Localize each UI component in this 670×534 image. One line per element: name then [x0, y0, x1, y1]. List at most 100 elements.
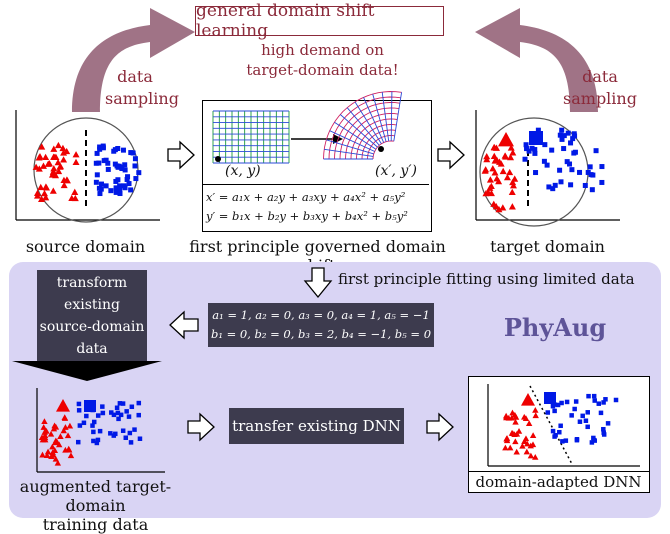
blue-square-marker: [94, 440, 100, 446]
blue-square-marker: [91, 419, 97, 425]
augmented-line-1: augmented target-domain: [19, 477, 172, 515]
blue-square-marker: [552, 408, 557, 414]
blue-square-marker: [103, 183, 109, 189]
blue-square-marker: [561, 146, 567, 152]
blue-square-marker: [601, 426, 606, 432]
red-triangle-marker: [529, 432, 537, 439]
blue-square-marker: [94, 172, 100, 178]
blue-square-marker: [550, 428, 556, 434]
domain-adapted-box: [468, 376, 650, 493]
grid-line: [372, 93, 387, 142]
blue-square-marker: [120, 401, 126, 406]
grid-line: [390, 91, 393, 142]
transform-line-2: existing: [64, 297, 120, 313]
hollow-arrow-right-3: [187, 412, 215, 442]
red-triangle-marker: [39, 451, 46, 458]
augmented-line-2: training data: [42, 515, 149, 534]
blue-square-marker: [115, 410, 121, 416]
red-triangle-marker: [490, 152, 498, 159]
coefficients-a: a₁ = 1, a₂ = 0, a₃ = 0, a₄ = 1, a₅ = −1: [212, 308, 430, 322]
blue-square-marker: [114, 405, 120, 411]
red-triangle-marker: [63, 147, 71, 155]
red-triangle-marker: [32, 163, 40, 170]
red-triangle-marker: [50, 165, 58, 172]
blue-square-marker: [122, 167, 128, 173]
red-triangle-marker: [481, 167, 489, 174]
red-triangle-marker: [41, 434, 48, 440]
blue-square-marker: [105, 166, 111, 172]
equation-x: x′ = a₁x + a₂y + a₃xy + a₄x² + a₅y²: [206, 190, 406, 204]
blue-square-marker: [76, 401, 82, 407]
big-down-arrow: [12, 361, 162, 381]
red-triangle-marker: [60, 427, 67, 434]
red-triangle-marker: [513, 430, 521, 437]
red-triangle-marker: [502, 444, 509, 451]
blue-square-marker: [598, 410, 604, 416]
grid-line: [329, 130, 375, 152]
blue-square-marker: [529, 131, 543, 145]
blue-square-marker: [596, 401, 602, 406]
blue-square-marker: [552, 182, 558, 188]
phyaug-brand: PhyAug: [503, 313, 607, 342]
grid-point-left-label: (x, y): [225, 163, 261, 179]
blue-square-marker: [529, 145, 535, 151]
blue-square-marker: [569, 167, 575, 173]
red-triangle-marker: [67, 452, 75, 459]
blue-square-marker: [98, 186, 104, 192]
red-triangle-marker: [63, 176, 71, 183]
grid-line: [326, 139, 374, 155]
blue-square-marker: [111, 412, 117, 418]
blue-square-marker: [120, 147, 126, 153]
red-triangle-marker: [42, 153, 50, 161]
red-triangle-marker: [54, 141, 62, 149]
blue-square-marker: [592, 438, 597, 443]
red-triangle-marker: [532, 407, 539, 413]
red-triangle-marker: [523, 448, 531, 455]
transform-equations: x′ = a₁x + a₂y + a₃xy + a₄x² + a₅y² y′ =…: [206, 188, 428, 226]
red-triangle-marker: [507, 444, 514, 451]
grid-line: [381, 92, 390, 142]
grid-line: [340, 114, 378, 148]
equations-divider: [203, 184, 429, 185]
blue-square-marker: [117, 183, 123, 189]
blue-square-marker: [118, 412, 124, 418]
hollow-arrow-right-2: [437, 140, 465, 170]
red-triangle-marker: [41, 190, 49, 197]
red-triangle-marker: [532, 412, 539, 419]
blue-square-marker: [555, 402, 561, 408]
blue-square-marker: [128, 187, 134, 193]
red-triangle-marker: [59, 144, 67, 152]
right-sampling-word-2: sampling: [563, 89, 637, 108]
blue-square-marker: [585, 410, 590, 415]
left-data-sampling-label: data sampling: [105, 66, 179, 110]
red-triangle-marker: [502, 412, 510, 419]
red-triangle-marker: [42, 194, 50, 201]
blue-square-marker: [544, 162, 550, 168]
blue-square-marker: [603, 397, 608, 402]
grid-point-right-label: (x′, y′): [375, 163, 417, 179]
blue-square-marker: [126, 414, 132, 419]
red-triangle-marker: [507, 144, 515, 151]
blue-square-marker: [117, 186, 123, 192]
red-triangle-marker: [508, 429, 516, 436]
red-triangle-marker: [502, 153, 510, 160]
blue-square-marker: [601, 430, 606, 435]
red-triangle-marker: [49, 168, 57, 175]
red-triangle-marker: [42, 183, 50, 190]
blue-square-marker: [557, 167, 563, 173]
red-triangle-marker: [43, 452, 51, 458]
blue-square-marker: [95, 413, 101, 418]
high-demand-note: high demand on target-domain data!: [225, 40, 420, 80]
blue-square-marker: [580, 413, 585, 419]
red-triangle-marker: [35, 165, 43, 172]
blue-square-marker: [532, 150, 538, 156]
red-triangle-marker: [521, 413, 528, 420]
grid-line: [363, 97, 385, 143]
blue-square-marker: [546, 184, 552, 190]
red-triangle-marker: [499, 204, 507, 211]
red-triangle-marker: [524, 440, 531, 447]
blue-square-marker: [564, 399, 570, 405]
blue-square-marker: [572, 406, 577, 412]
blue-square-marker: [132, 427, 137, 432]
blue-square-marker: [105, 160, 111, 166]
